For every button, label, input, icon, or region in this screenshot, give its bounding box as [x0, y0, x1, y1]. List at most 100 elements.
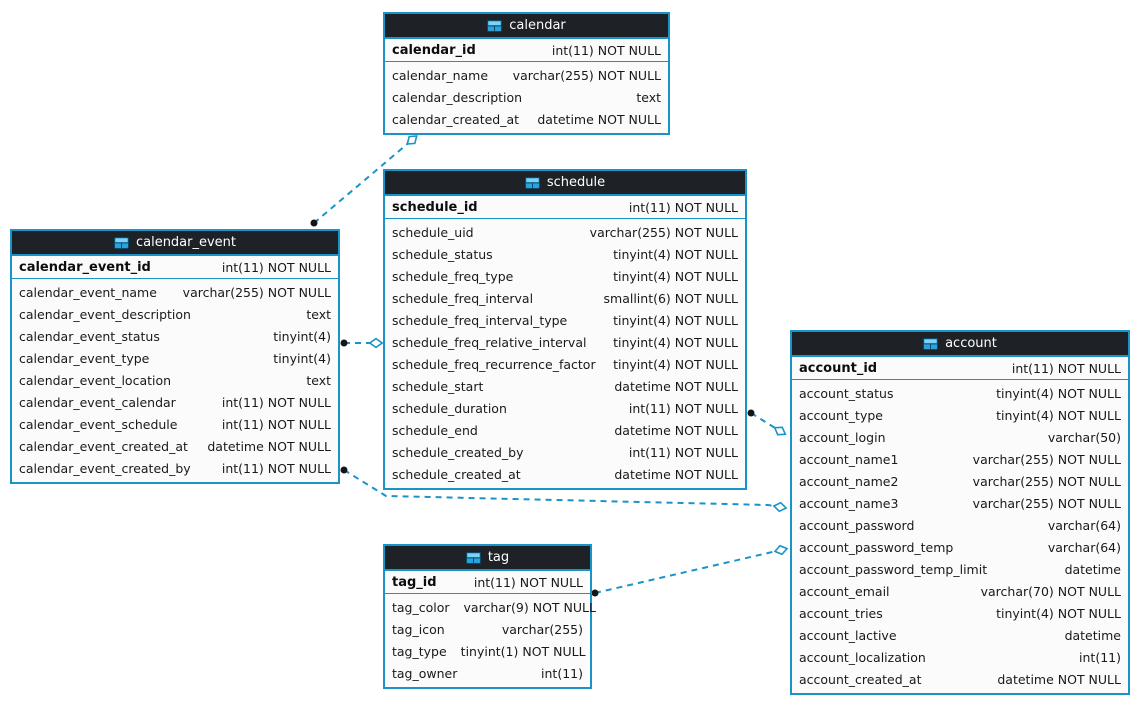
column-name: account_password_temp_limit — [799, 561, 988, 577]
table-calendar_event[interactable]: calendar_event calendar_event_id int(11) N… — [10, 229, 340, 484]
table-title: account — [945, 336, 997, 351]
column-name: account_password — [799, 517, 915, 533]
primary-key-row: tag_id int(11) NOT NULL — [385, 571, 590, 594]
column-name: account_tries — [799, 605, 883, 621]
relationship-dot-end — [591, 589, 599, 597]
column-name: schedule_freq_interval — [392, 290, 534, 306]
column-type: tinyint(4) NOT NULL — [613, 356, 738, 372]
column-name: schedule_created_at — [392, 466, 521, 482]
column-type: varchar(255) — [501, 621, 583, 637]
column-name: schedule_freq_recurrence_factor — [392, 356, 596, 372]
column-name: account_status — [799, 385, 894, 401]
table-icon — [113, 236, 129, 249]
table-header-account[interactable]: account — [792, 332, 1128, 357]
column-type: text — [636, 89, 661, 105]
primary-key-row: schedule_id int(11) NOT NULL — [385, 196, 745, 219]
column-row: account_email varchar(70) NOT NULL — [792, 580, 1128, 602]
table-icon — [487, 19, 503, 32]
column-type: text — [306, 372, 331, 388]
primary-key-row: account_id int(11) NOT NULL — [792, 357, 1128, 380]
column-row: schedule_duration int(11) NOT NULL — [385, 397, 745, 419]
column-name: schedule_freq_interval_type — [392, 312, 568, 328]
column-type: datetime NOT NULL — [207, 438, 331, 454]
column-name: account_name2 — [799, 473, 899, 489]
relationship-line — [594, 549, 782, 594]
column-name: schedule_freq_relative_interval — [392, 334, 587, 350]
column-name: account_id — [799, 360, 878, 376]
column-name: calendar_created_at — [392, 111, 520, 127]
relationship-diamond-end — [368, 337, 384, 349]
column-type: varchar(70) NOT NULL — [980, 583, 1121, 599]
column-row: calendar_created_at datetime NOT NULL — [385, 108, 668, 130]
column-name: schedule_start — [392, 378, 484, 394]
table-header-calendar[interactable]: calendar — [385, 14, 668, 39]
column-type: varchar(255) NOT NULL — [512, 67, 661, 83]
column-type: datetime NOT NULL — [537, 111, 661, 127]
column-row: account_password_temp_limit datetime — [792, 558, 1128, 580]
column-type: tinyint(1) NOT NULL — [460, 643, 586, 659]
table-header-tag[interactable]: tag — [385, 546, 590, 571]
column-name: schedule_created_by — [392, 444, 524, 460]
column-name: tag_id — [392, 574, 437, 590]
column-type: int(11) NOT NULL — [221, 259, 331, 275]
column-type: int(11) NOT NULL — [221, 460, 331, 476]
column-name: calendar_event_status — [19, 328, 160, 344]
column-type: int(11) NOT NULL — [1011, 360, 1121, 376]
column-name: schedule_duration — [392, 400, 507, 416]
column-type: int(11) NOT NULL — [628, 199, 738, 215]
table-icon — [465, 551, 481, 564]
column-name: calendar_event_id — [19, 259, 151, 275]
column-name: calendar_id — [392, 42, 476, 58]
column-type: int(11) NOT NULL — [221, 394, 331, 410]
column-name: calendar_event_created_by — [19, 460, 191, 476]
column-name: account_name1 — [799, 451, 899, 467]
column-type: varchar(64) — [1047, 539, 1121, 555]
column-type: int(11) NOT NULL — [473, 574, 583, 590]
column-type: smallint(6) NOT NULL — [603, 290, 739, 306]
column-name: schedule_id — [392, 199, 478, 215]
table-header-schedule[interactable]: schedule — [385, 171, 745, 196]
relationship-diamond-end — [773, 426, 787, 436]
column-type: tinyint(4) NOT NULL — [613, 246, 738, 262]
column-name: tag_owner — [392, 665, 458, 681]
column-type: varchar(64) — [1047, 517, 1121, 533]
relationship-diamond-end — [773, 544, 789, 556]
column-type: varchar(50) — [1047, 429, 1121, 445]
column-name: calendar_event_schedule — [19, 416, 178, 432]
column-type: tinyint(4) — [273, 350, 331, 366]
relationship-diamond-end — [772, 501, 788, 513]
column-type: varchar(9) NOT NULL — [463, 599, 596, 615]
table-title: schedule — [546, 175, 606, 190]
column-type: int(11) NOT NULL — [628, 400, 738, 416]
column-name: account_email — [799, 583, 890, 599]
column-name: calendar_event_description — [19, 306, 191, 322]
column-type: datetime — [1064, 561, 1121, 577]
table-header-calendar_event[interactable]: calendar_event — [12, 231, 338, 256]
